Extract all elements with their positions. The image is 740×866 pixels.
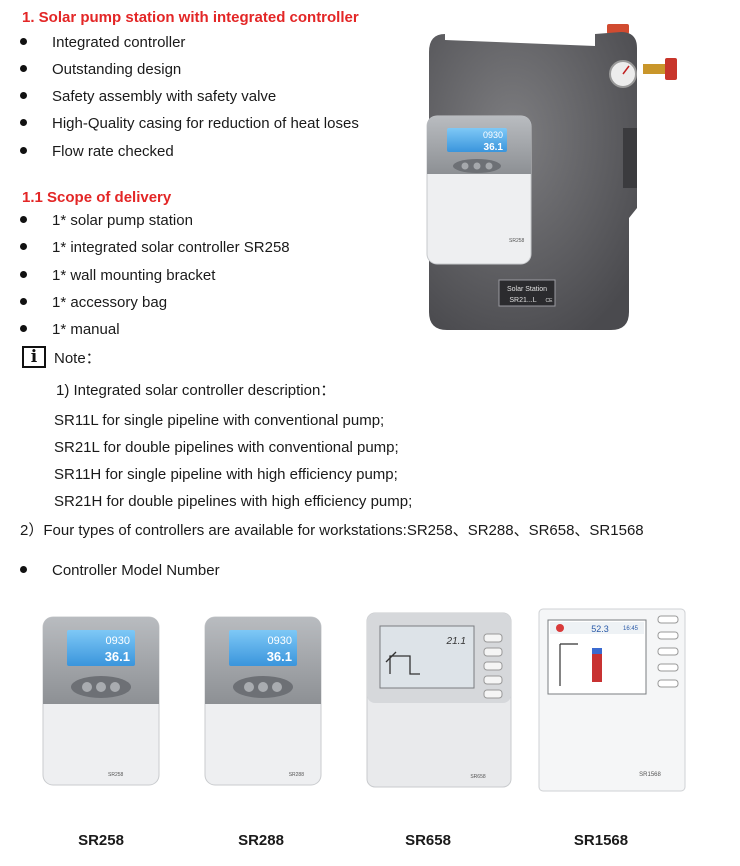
controller-image-sr1568: 52.3 16:45 SR1568 bbox=[538, 608, 686, 792]
sr258-screen-bottom: 36.1 bbox=[105, 649, 130, 664]
bullet-dot bbox=[20, 64, 27, 72]
sr288-label: SR288 bbox=[289, 772, 305, 778]
bullet-item: High-Quality casing for reduction of hea… bbox=[20, 115, 359, 133]
nameplate-line2: SR21...L bbox=[509, 297, 536, 304]
nameplate-line1: Solar Station bbox=[507, 286, 547, 293]
bullet-dot bbox=[20, 215, 27, 223]
controller-image-sr288: 0930 36.1 SR288 bbox=[204, 616, 322, 786]
bullet-item: 1* solar pump station bbox=[20, 212, 193, 230]
bullet-dot bbox=[20, 146, 27, 154]
caption-sr258: SR258 bbox=[78, 832, 124, 849]
bullet-item: Outstanding design bbox=[20, 61, 181, 79]
sr258-label: SR258 bbox=[108, 772, 124, 778]
caption-sr658: SR658 bbox=[405, 832, 451, 849]
bullet-item: Safety assembly with safety valve bbox=[20, 88, 276, 106]
bullet-dot bbox=[20, 118, 27, 126]
bullet-item: 1* accessory bag bbox=[20, 294, 167, 312]
note-line: SR21L for double pipelines with conventi… bbox=[54, 439, 399, 456]
sr1568-label: SR1568 bbox=[639, 772, 661, 778]
sr288-screen-bottom: 36.1 bbox=[267, 649, 292, 664]
note-label: Note： bbox=[54, 350, 101, 367]
sr258-screen-top: 0930 bbox=[106, 635, 130, 647]
sr658-screen-top: 21.1 bbox=[446, 636, 466, 647]
bullet-item: Controller Model Number bbox=[20, 562, 220, 580]
controller-types-line: 2）Four types of controllers are availabl… bbox=[20, 522, 644, 539]
note-description-title: 1) Integrated solar controller descripti… bbox=[56, 382, 336, 399]
bullet-item: Flow rate checked bbox=[20, 143, 174, 161]
sr288-screen-top: 0930 bbox=[268, 635, 292, 647]
controller-image-sr658: 21.1 SR658 bbox=[366, 612, 512, 788]
ce-mark: CE bbox=[546, 298, 554, 304]
sr1568-screen-time: 16:45 bbox=[623, 626, 639, 632]
caption-sr1568: SR1568 bbox=[573, 832, 629, 849]
bullet-dot bbox=[20, 242, 27, 250]
section-heading: 1. Solar pump station with integrated co… bbox=[22, 9, 359, 26]
bullet-item: 1* wall mounting bracket bbox=[20, 267, 215, 285]
station-screen-line2: 36.1 bbox=[484, 142, 504, 153]
bullet-item: 1* integrated solar controller SR258 bbox=[20, 239, 290, 257]
bullet-item: Integrated controller bbox=[20, 34, 185, 52]
note-line: SR21H for double pipelines with high eff… bbox=[54, 493, 413, 510]
sr1568-screen-temp: 52.3 bbox=[591, 624, 609, 634]
solar-pump-station-image: 0930 36.1 SR258 Solar Station SR21...L C… bbox=[426, 24, 677, 330]
sr658-label: SR658 bbox=[470, 774, 486, 780]
station-screen-line1: 0930 bbox=[483, 130, 503, 140]
station-controller-model: SR258 bbox=[509, 238, 525, 244]
section-heading: 1.1 Scope of delivery bbox=[22, 189, 172, 206]
bullet-dot bbox=[20, 565, 27, 573]
caption-sr288: SR288 bbox=[238, 832, 284, 849]
note-line: SR11L for single pipeline with conventio… bbox=[54, 412, 385, 429]
bullet-dot bbox=[20, 297, 27, 305]
bullet-dot bbox=[20, 324, 27, 332]
bullet-dot bbox=[20, 37, 27, 45]
bullet-dot bbox=[20, 91, 27, 99]
bullet-item: 1* manual bbox=[20, 321, 120, 339]
note-line: SR11H for single pipeline with high effi… bbox=[54, 466, 398, 483]
info-icon: i bbox=[22, 346, 46, 368]
bullet-dot bbox=[20, 270, 27, 278]
controller-image-sr258: 0930 36.1 SR258 bbox=[42, 616, 160, 786]
